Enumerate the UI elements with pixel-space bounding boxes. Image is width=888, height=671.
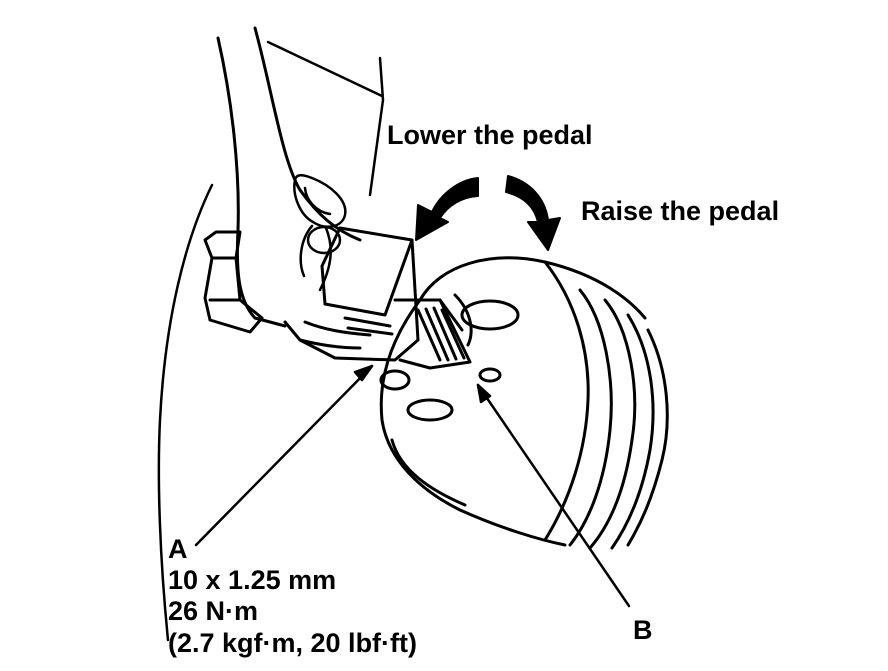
stopper-block (203, 230, 264, 334)
switch-bracket (283, 226, 420, 362)
lower-arrow-icon (415, 177, 479, 241)
leader-line-b (476, 383, 631, 608)
raise-arrow-icon (505, 175, 561, 251)
leader-line-a (194, 364, 374, 547)
lower-pedal-label: Lower the pedal (387, 120, 593, 150)
bracket-outline (157, 40, 385, 642)
callout-a-size: 10 x 1.25 mm (168, 565, 337, 595)
callout-a-letter: A (168, 534, 188, 564)
switch-body (379, 256, 669, 550)
callout-a-torque-alt: (2.7 kgf·m, 20 lbf·ft) (168, 628, 418, 658)
threaded-shaft (343, 298, 472, 370)
callout-a-torque: 26 N·m (168, 596, 259, 626)
callout-b-letter: B (633, 615, 653, 645)
raise-pedal-label: Raise the pedal (581, 196, 780, 226)
